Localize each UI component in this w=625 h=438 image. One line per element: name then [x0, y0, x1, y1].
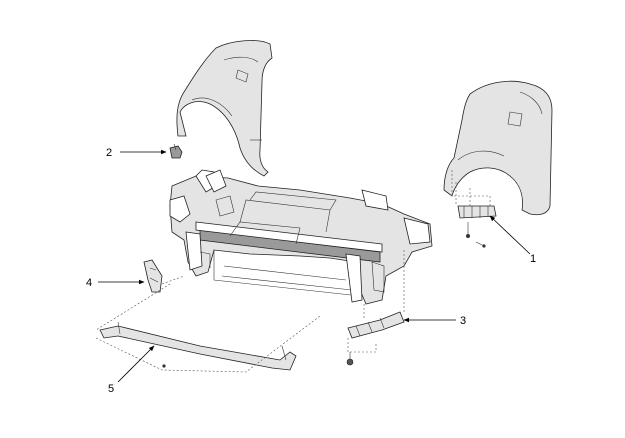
part-3-bracket — [346, 250, 405, 366]
part-4-bracket — [143, 259, 185, 293]
part-2-clip — [169, 143, 183, 159]
callout-5-label: 5 — [108, 383, 114, 395]
callout-3-label: 3 — [460, 315, 466, 327]
callout-2-label: 2 — [106, 147, 112, 159]
callout-1-label: 1 — [530, 253, 536, 265]
left-fender-panel — [176, 40, 273, 177]
callout-leaders — [98, 149, 531, 383]
front-end-carrier — [169, 169, 433, 305]
right-fender-panel — [443, 80, 553, 216]
part-1-bracket — [455, 182, 497, 248]
callout-4-label: 4 — [86, 277, 92, 289]
part-5-lower-bar — [95, 283, 321, 373]
leader-1 — [489, 215, 531, 255]
leader-5 — [117, 345, 155, 383]
